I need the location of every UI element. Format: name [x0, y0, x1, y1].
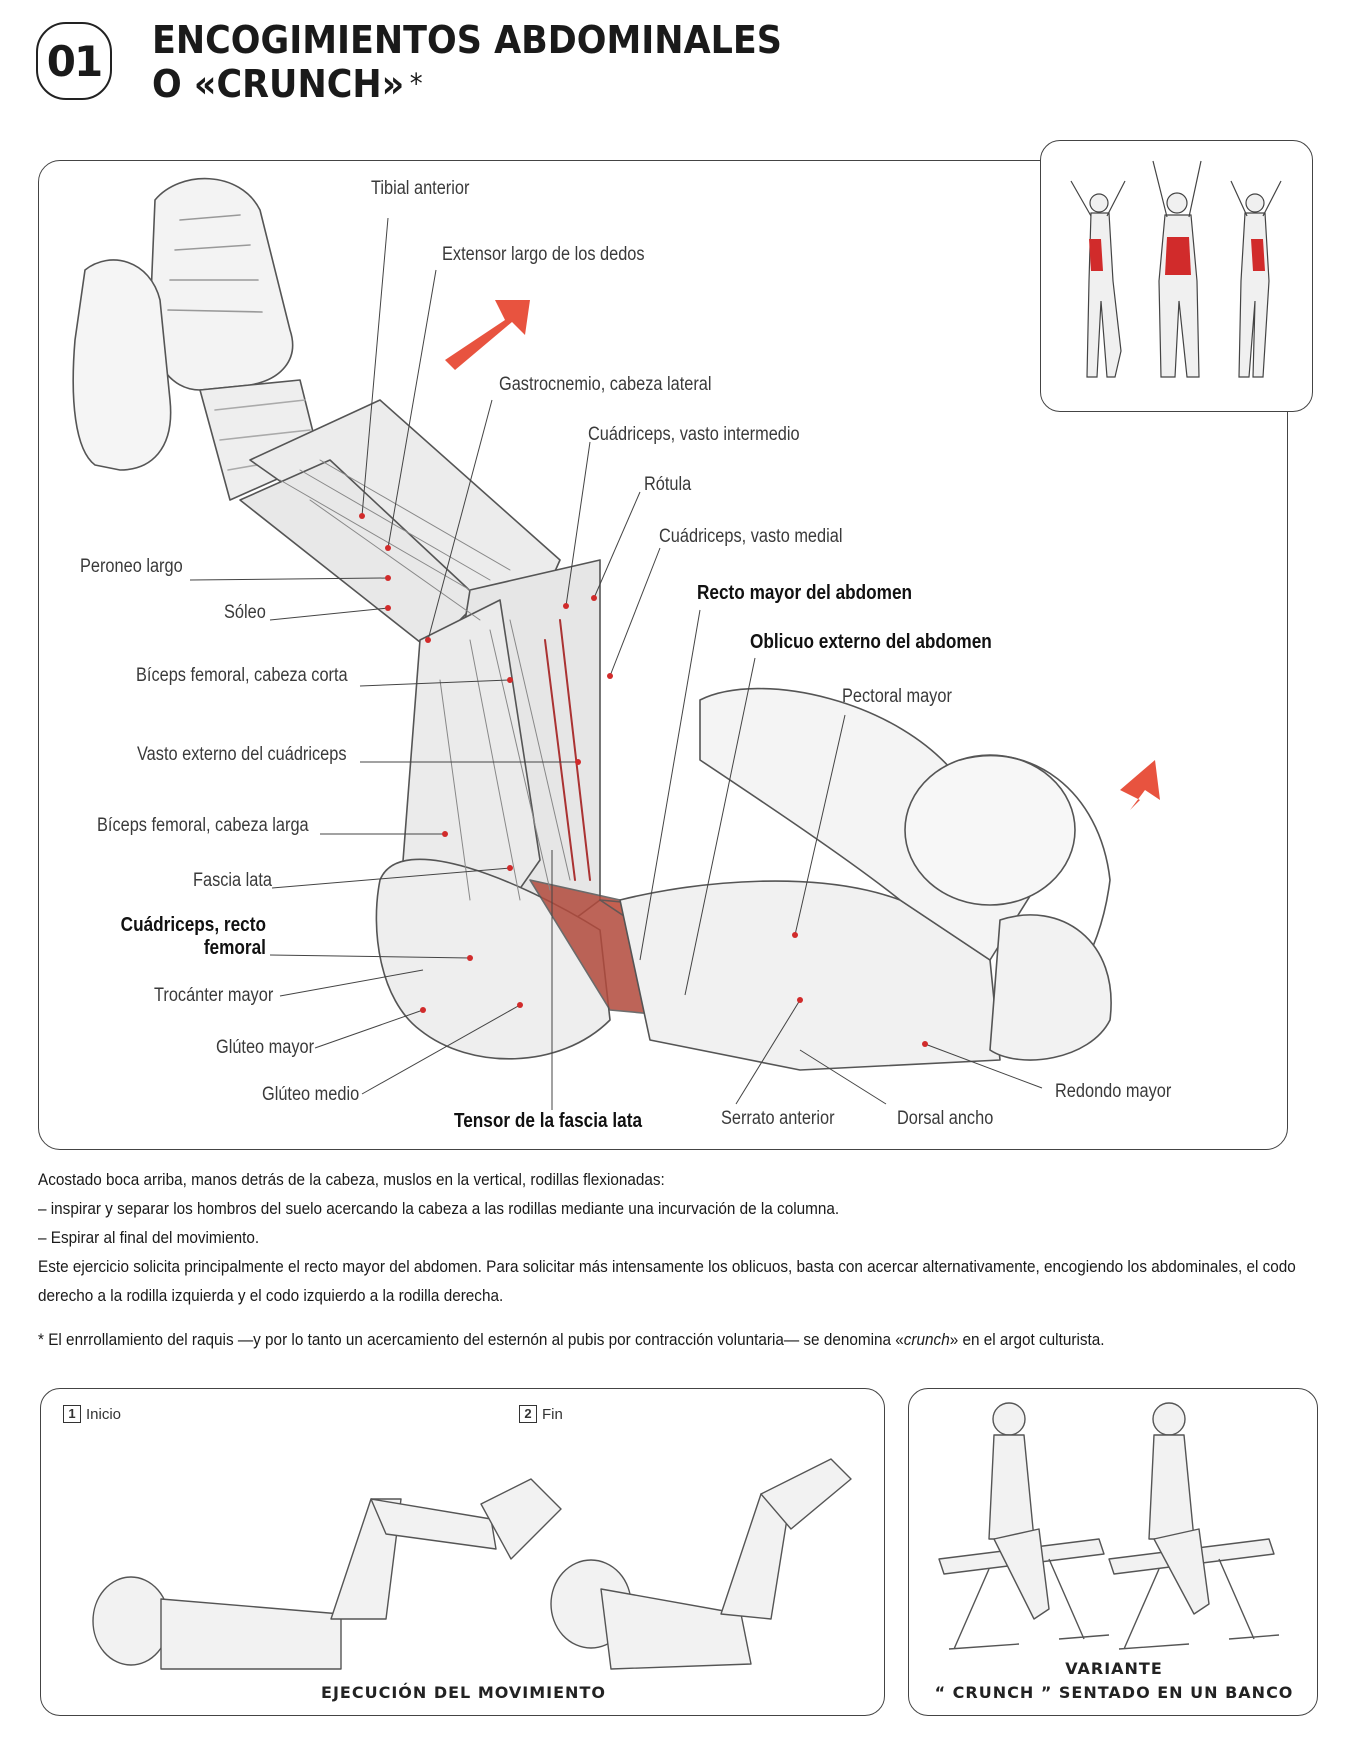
label-cuadriceps-medial: Cuádriceps, vasto medial: [659, 526, 843, 547]
description-line: derecho a la rodilla izquierda y el codo…: [38, 1286, 504, 1305]
label-oblicuo-externo: Oblicuo externo del abdomen: [750, 631, 992, 653]
label-dorsal: Dorsal ancho: [897, 1108, 994, 1129]
variant-caption-line1: VARIANTE: [1065, 1659, 1163, 1678]
label-cuadriceps-recto-line2: femoral: [203, 937, 266, 959]
step-start-number: 1: [63, 1405, 81, 1423]
description-line: – Espirar al final del movimiento.: [38, 1228, 260, 1247]
label-peroneo-largo: Peroneo largo: [80, 556, 183, 577]
label-trocanter: Trocánter mayor: [154, 985, 274, 1006]
description-line: Este ejercicio solicita principalmente e…: [38, 1257, 1296, 1276]
footnote-term: crunch: [903, 1330, 950, 1349]
step-end-number: 2: [519, 1405, 537, 1423]
label-vasto-externo: Vasto externo del cuádriceps: [137, 744, 347, 765]
execution-panel: 1 Inicio 2 Fin EJECUCIÓN DEL MOVIMIENTO: [40, 1388, 885, 1716]
label-tibial-anterior: Tibial anterior: [371, 178, 470, 199]
title-asterisk: *: [409, 67, 423, 100]
footnote-before: * El enrrollamiento del raquis —y por lo…: [38, 1330, 904, 1349]
step-start-label: Inicio: [86, 1405, 122, 1423]
label-cuadriceps-intermedio: Cuádriceps, vasto intermedio: [588, 424, 800, 445]
label-serrato: Serrato anterior: [721, 1108, 835, 1129]
muscle-map-panel: [1040, 140, 1313, 412]
variant-caption-line2: “ CRUNCH ” SENTADO EN UN BANCO: [934, 1683, 1294, 1702]
label-extensor-largo: Extensor largo de los dedos: [442, 244, 645, 265]
variant-panel: VARIANTE “ CRUNCH ” SENTADO EN UN BANCO: [908, 1388, 1318, 1716]
label-tensor-fascia: Tensor de la fascia lata: [454, 1110, 643, 1132]
label-redondo: Redondo mayor: [1055, 1081, 1172, 1102]
label-gastrocnemio: Gastrocnemio, cabeza lateral: [499, 374, 712, 395]
label-fascia-lata: Fascia lata: [193, 870, 273, 891]
label-soleo: Sóleo: [224, 602, 266, 623]
label-biceps-corta: Bíceps femoral, cabeza corta: [136, 665, 348, 686]
exercise-number: 01: [46, 36, 103, 86]
step-end-label: Fin: [542, 1405, 563, 1423]
description-line: Acostado boca arriba, manos detrás de la…: [38, 1170, 665, 1189]
label-gluteo-medio: Glúteo medio: [262, 1084, 360, 1105]
exercise-number-badge: 01: [36, 22, 112, 100]
execution-caption: EJECUCIÓN DEL MOVIMIENTO: [321, 1683, 606, 1702]
title-line-2-text: O «CRUNCH»: [152, 62, 405, 106]
label-gluteo-mayor: Glúteo mayor: [216, 1037, 315, 1058]
label-cuadriceps-recto: Cuádriceps, recto femoral: [121, 914, 266, 960]
execution-figures: [92, 1458, 852, 1670]
label-biceps-larga: Bíceps femoral, cabeza larga: [97, 815, 309, 836]
footnote-after: » en el argot culturista.: [949, 1330, 1105, 1349]
label-cuadriceps-recto-line1: Cuádriceps, recto: [120, 914, 266, 936]
step-start: 1 Inicio: [63, 1405, 121, 1423]
page-title: ENCOGIMIENTOS ABDOMINALES O «CRUNCH»*: [152, 18, 782, 106]
title-line-1: ENCOGIMIENTOS ABDOMINALES: [152, 18, 782, 62]
title-line-2: O «CRUNCH»*: [152, 62, 782, 106]
step-end: 2 Fin: [519, 1405, 563, 1423]
exercise-description: Acostado boca arriba, manos detrás de la…: [38, 1165, 1325, 1310]
label-rotula: Rótula: [644, 474, 692, 495]
label-recto-mayor: Recto mayor del abdomen: [697, 582, 913, 604]
label-pectoral-mayor: Pectoral mayor: [842, 686, 952, 707]
variant-figures: [938, 1402, 1280, 1650]
footnote: * El enrrollamiento del raquis —y por lo…: [38, 1330, 1105, 1350]
muscle-map-figures: [1070, 160, 1282, 378]
description-line: – inspirar y separar los hombros del sue…: [38, 1199, 840, 1218]
